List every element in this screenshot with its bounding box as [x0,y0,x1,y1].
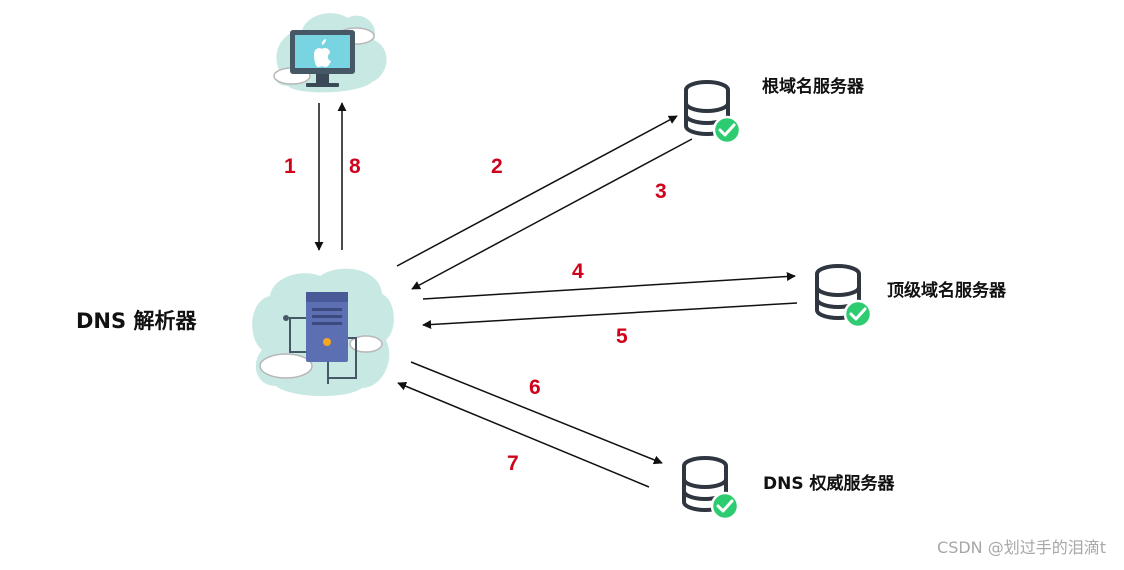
root-server-database [684,80,742,145]
step-label-2: 2 [491,155,503,178]
database-check-icon [682,456,740,521]
database-check-icon [815,264,873,329]
resolver-label: DNS 解析器 [76,309,197,333]
auth-server-label: DNS 权威服务器 [763,474,895,494]
tld-server-label: 顶级域名服务器 [887,281,1006,301]
arrow-step-2 [396,115,678,267]
database-check-icon [684,80,742,145]
resolver-server [252,268,394,397]
root-server-label: 根域名服务器 [762,77,864,97]
arrow-step-3 [411,138,693,290]
step-label-6: 6 [529,376,541,399]
mac-computer-icon [273,13,387,93]
step-label-3: 3 [655,180,667,203]
client-computer [273,13,387,93]
step-label-8: 8 [349,155,361,178]
watermark: CSDN @划过手的泪滴t [937,538,1106,557]
arrow-step-7 [397,381,650,488]
tld-server-database [815,264,873,329]
arrow-step-5 [422,302,798,330]
step-label-4: 4 [572,260,584,283]
arrow-step-6 [410,361,663,465]
step-label-5: 5 [616,325,628,348]
auth-server-database [682,456,740,521]
step-label-7: 7 [507,452,519,475]
step-label-1: 1 [284,155,296,178]
arrow-step-4 [422,272,796,300]
server-tower-icon [252,268,394,397]
